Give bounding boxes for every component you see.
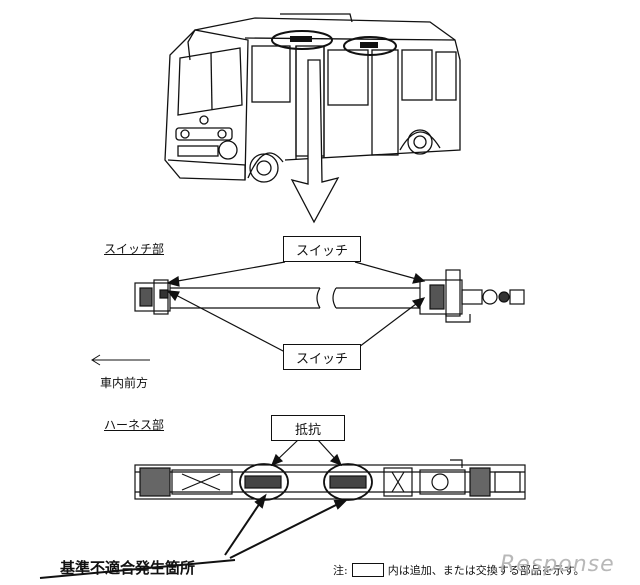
switch-assembly-icon [134, 269, 525, 323]
footnote: 注: 内は追加、または交換する部品を示す。 [333, 562, 585, 578]
switch-bottom-box: スイッチ [283, 344, 361, 370]
defect-pointer-lines [39, 493, 349, 579]
resistor-pointer-arrows [270, 439, 343, 467]
switch-section-label: スイッチ部 [104, 242, 165, 256]
switch-pointer-arrows [166, 261, 426, 353]
note-text: 内は追加、または交換する部品を示す。 [387, 564, 585, 577]
watermark-logo: Response [500, 552, 615, 577]
resistor-box: 抵抗 [271, 415, 345, 441]
legend-box-swatch [351, 563, 384, 577]
harness-section-label: ハーネス部 [104, 418, 165, 432]
switch-top-box: スイッチ [283, 236, 361, 262]
harness-assembly-icon [134, 459, 526, 501]
bus-drawing-icon [164, 13, 461, 183]
vehicle-front-label: 車内前方 [100, 376, 149, 390]
left-arrow-icon [91, 354, 150, 366]
down-arrow-icon [290, 59, 340, 224]
note-prefix: 注: [333, 564, 348, 577]
defect-location-label: 基準不適合発生箇所 [60, 559, 196, 577]
